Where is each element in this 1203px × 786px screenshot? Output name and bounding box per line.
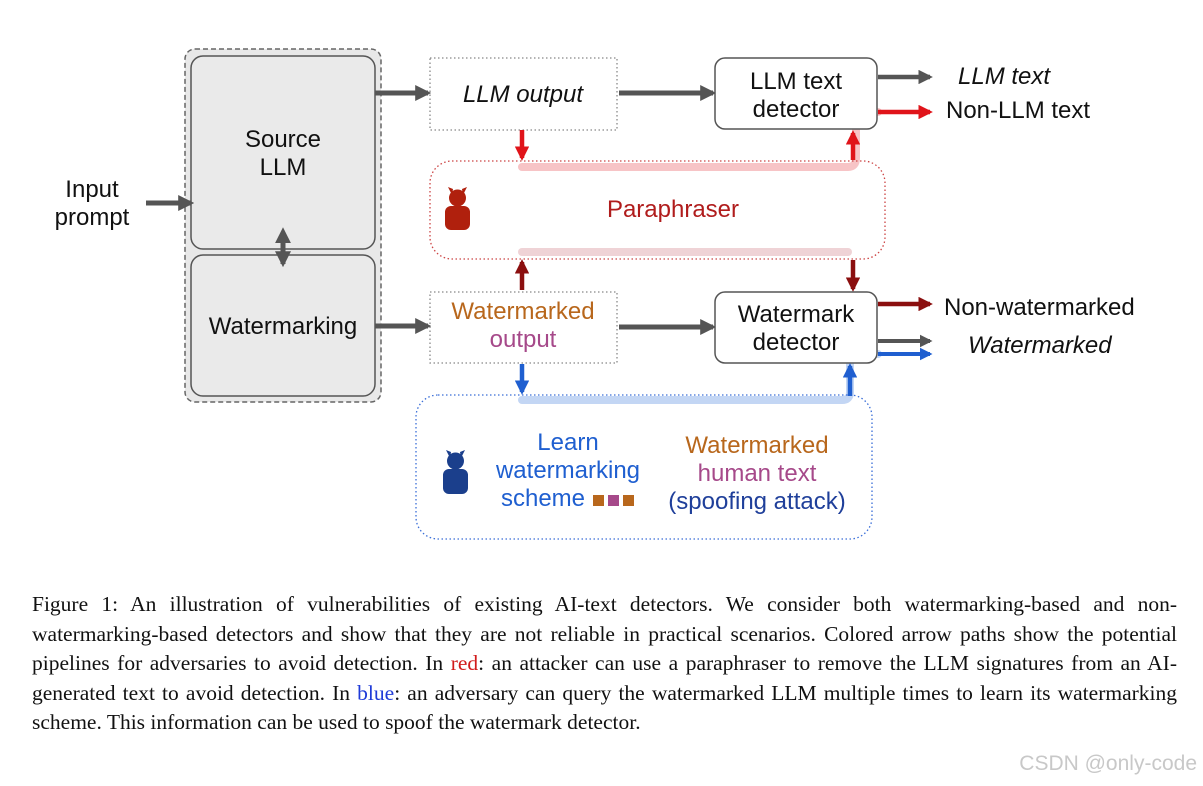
paraphraser-label: Paraphraser (607, 196, 739, 223)
caption-part-1: Figure 1: An illustration of vulnerabili… (32, 592, 1177, 675)
figure-caption: Figure 1: An illustration of vulnerabili… (32, 590, 1177, 738)
scheme-squares-icon (593, 495, 634, 506)
non-llm-text-output-label: Non-LLM text (946, 97, 1090, 124)
watermarking-label: Watermarking (209, 313, 357, 340)
non-watermarked-output-label: Non-watermarked (944, 294, 1135, 321)
llm-output-box (429, 57, 618, 131)
watermark-detector-box (714, 291, 878, 364)
csdn-watermark: CSDN @only-code (1019, 752, 1197, 775)
watermarked-output-label-right: Watermarked (968, 332, 1112, 359)
llm-text-detector-box (714, 57, 878, 130)
spoofing-box (415, 394, 873, 540)
caption-part-3: : an adversary can query the watermarked… (32, 680, 1177, 735)
caption-blue-word: blue (357, 680, 395, 705)
caption-part-2: : an attacker can use a paraphraser to r… (32, 651, 1177, 705)
llm-text-output-label: LLM text (958, 63, 1051, 90)
spoofer-icon (443, 450, 468, 494)
llm-output-label: LLM output (463, 81, 584, 108)
caption-red-word: red (450, 651, 479, 675)
attacker-icon (445, 187, 470, 230)
paraphraser-box (429, 160, 886, 260)
